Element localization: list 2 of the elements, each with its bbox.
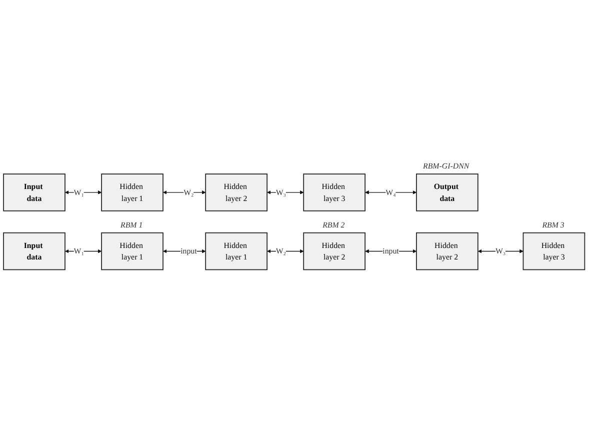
- arrow: [365, 190, 417, 194]
- arrow: [478, 249, 524, 254]
